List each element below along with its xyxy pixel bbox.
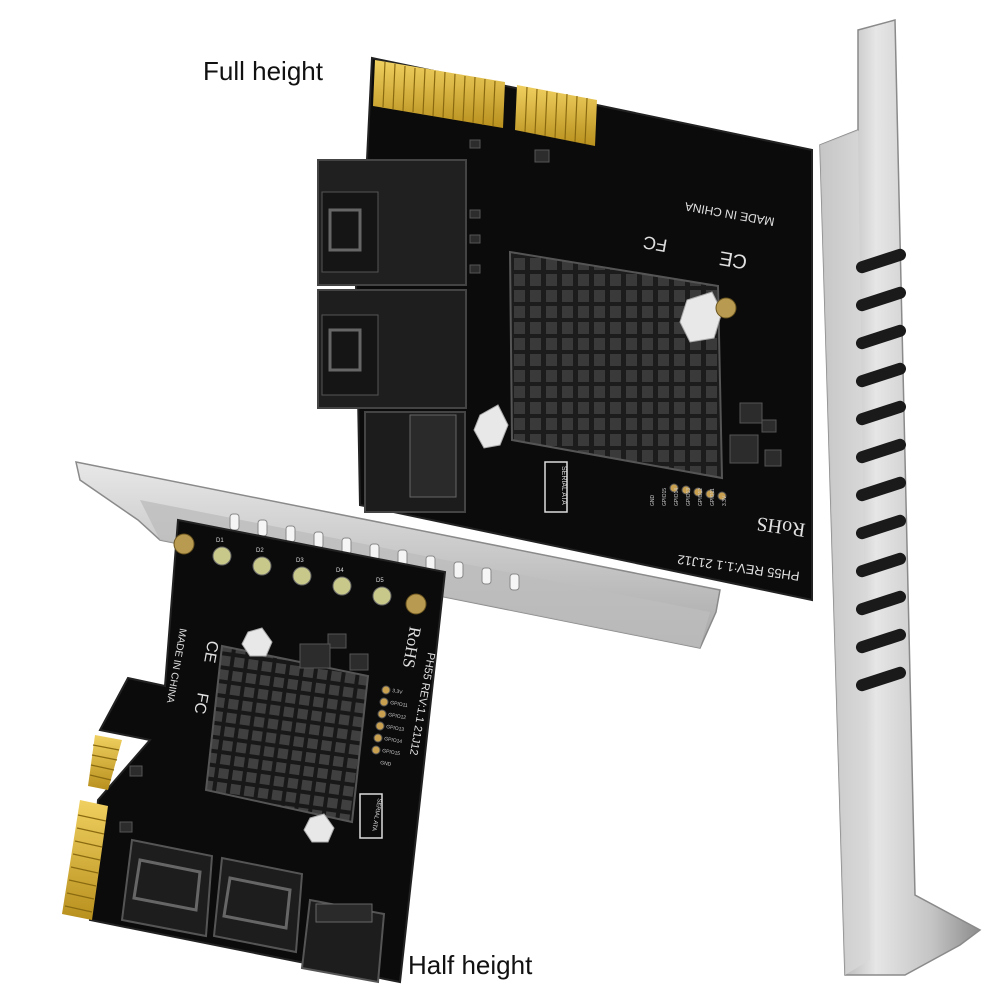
led-icon [292,566,312,586]
led-icon [252,556,272,576]
mounting-pin-icon [473,404,509,449]
half-height-pin-label: GPIO13 [386,724,405,733]
full-height-card: MADE IN CHINA RoHS PH55 REV:1.1 21J12 FC… [317,19,982,976]
led-icon [372,586,392,606]
mounting-pin-icon [303,813,335,843]
half-height-pin-label: GPIO15 [382,748,401,757]
half-height-caption: Half height [408,950,533,980]
bracket-vent-slots [855,248,907,692]
led-label: D2 [256,548,264,554]
half-height-card: D1 D2 D3 D4 D5 [62,461,721,984]
mounting-pin-icon [679,291,723,343]
full-height-bracket [819,19,982,976]
full-height-pin-label: GND [650,495,656,507]
screw-icon [715,297,737,319]
led-label: D5 [376,578,384,584]
full-height-gold-fingers [373,60,597,146]
led-label: D3 [296,558,304,564]
ce-mark: CE [718,246,749,272]
mounting-pin-icon [241,627,273,657]
half-height-components [119,633,391,833]
full-height-pin-label: 3.3V [722,495,728,506]
screw-icon [173,533,195,555]
fcc-mark: FC [642,232,669,256]
half-height-gold-fingers [62,735,122,920]
full-height-sata-logo-text: SERIAL ATA [560,466,567,505]
half-height-pin-label: 3.3V [392,688,404,696]
full-height-pin-label: GPIO13 [686,488,692,506]
full-height-pin-label: GPIO15 [662,488,668,506]
half-height-sata-logo: SERIAL ATA [359,793,383,839]
full-height-pin-label: GPIO14 [674,488,680,506]
full-height-sata-logo: SERIAL ATA [544,461,568,513]
half-height-sata-logo-text: SERIAL ATA [370,798,382,832]
half-height-heatsink [204,627,370,843]
screw-icon [405,593,427,615]
half-height-pin-label: GPIO11 [390,700,409,709]
half-height-pin-label: GPIO12 [388,712,407,721]
fcc-mark: FC [190,691,210,715]
full-height-heatsink [473,250,737,480]
full-height-pin-label: GPIO11 [710,488,716,506]
full-height-pin-label: GPIO12 [698,488,704,506]
full-height-components [469,139,782,501]
led-label: D1 [216,538,224,544]
led-label: D4 [336,568,344,574]
half-height-pin-label: GPIO14 [384,736,403,745]
full-height-caption: Full height [203,56,323,86]
half-height-leds [173,533,427,615]
full-height-sata-ports [317,159,467,513]
led-icon [212,546,232,566]
led-icon [332,576,352,596]
half-height-sata-ports [120,838,386,984]
ce-mark: CE [200,639,221,664]
half-height-pin-label: GND [380,760,392,768]
